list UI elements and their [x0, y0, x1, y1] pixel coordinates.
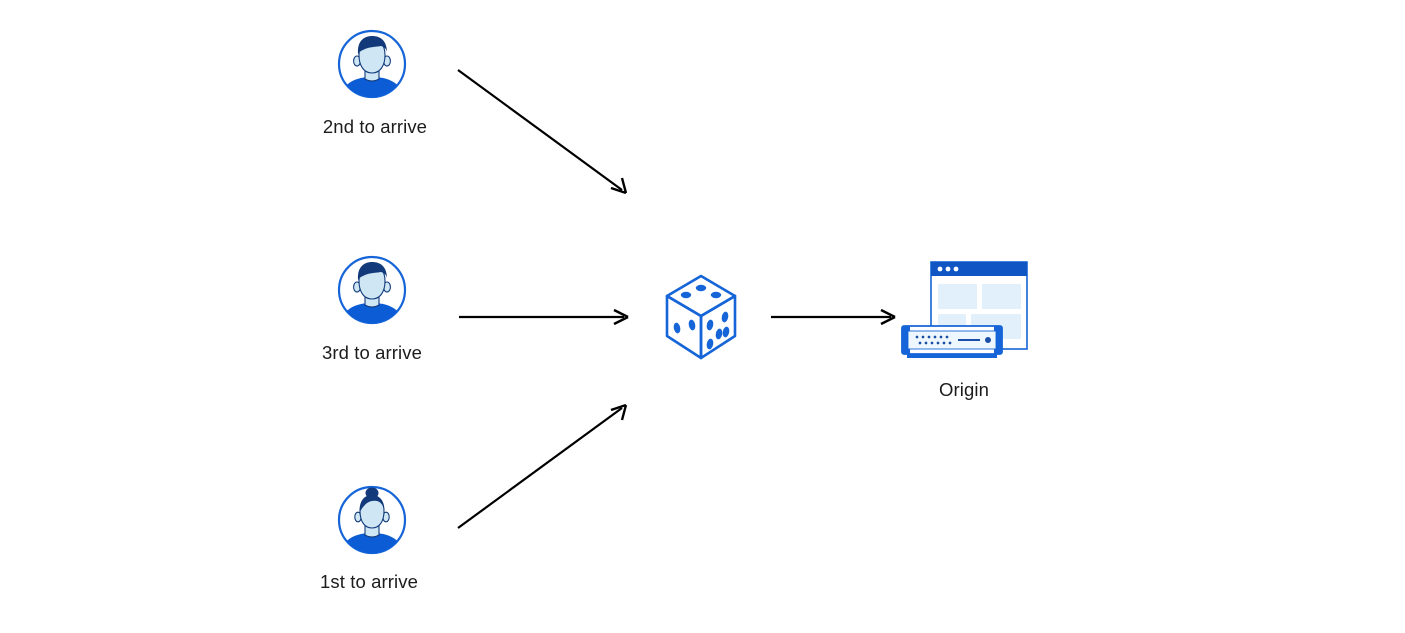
arrow-visitor1-to-dice — [457, 403, 628, 529]
user-avatar-icon — [336, 254, 408, 326]
user-avatar-icon — [336, 28, 408, 100]
arrow-dice-to-origin — [771, 308, 896, 326]
router-device-icon — [901, 325, 1003, 358]
origin-server-icon — [894, 258, 1034, 371]
arrow-visitor2-to-dice — [457, 69, 628, 195]
user-avatar-female-icon — [336, 484, 408, 556]
node-label-visitor-3: 3rd to arrive — [321, 342, 422, 363]
arrow-visitor3-to-dice — [459, 308, 629, 326]
node-label-visitor-2: 2nd to arrive — [322, 116, 428, 137]
dice-icon — [663, 272, 739, 369]
node-label-visitor-1: 1st to arrive — [320, 571, 418, 592]
node-label-origin: Origin — [939, 379, 989, 400]
